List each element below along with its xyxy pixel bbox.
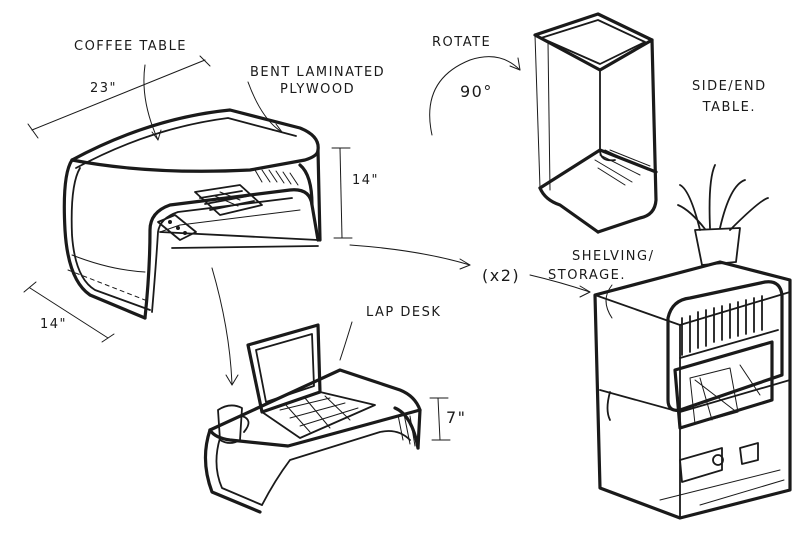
coffee-table-drawing: [23, 55, 353, 386]
material-line-2: PLYWOOD: [280, 82, 356, 97]
rotate-label: ROTATE: [432, 35, 492, 50]
shelving-drawing: [593, 164, 792, 520]
side-table-line-1: SIDE/END: [692, 79, 767, 94]
coffee-table-height-dim: 14": [352, 173, 380, 188]
lap-desk-title: LAP DESK: [366, 305, 442, 320]
side-table-line-2: TABLE.: [702, 100, 756, 115]
coffee-table-width-dim: 23": [90, 81, 118, 96]
coffee-table-title: COFFEE TABLE: [74, 39, 188, 54]
shelving-multiplier: (x2): [482, 266, 521, 285]
shelving-title: SHELVING/ STORAGE.: [548, 250, 654, 282]
material-label: BENT LAMINATED PLYWOOD: [250, 66, 385, 96]
side-table-title: SIDE/END TABLE.: [692, 80, 767, 114]
lap-desk-drawing: [203, 321, 451, 514]
shelving-line-1: SHELVING/: [572, 249, 655, 264]
coffee-table-depth-dim: 14": [40, 317, 68, 332]
side-table-drawing: [429, 12, 658, 234]
shelving-line-2: STORAGE.: [548, 268, 627, 283]
material-line-1: BENT LAMINATED: [250, 65, 386, 80]
rotate-angle: 90°: [460, 82, 493, 101]
connector-lines: [349, 244, 591, 298]
lap-desk-height-dim: 7": [446, 408, 467, 427]
